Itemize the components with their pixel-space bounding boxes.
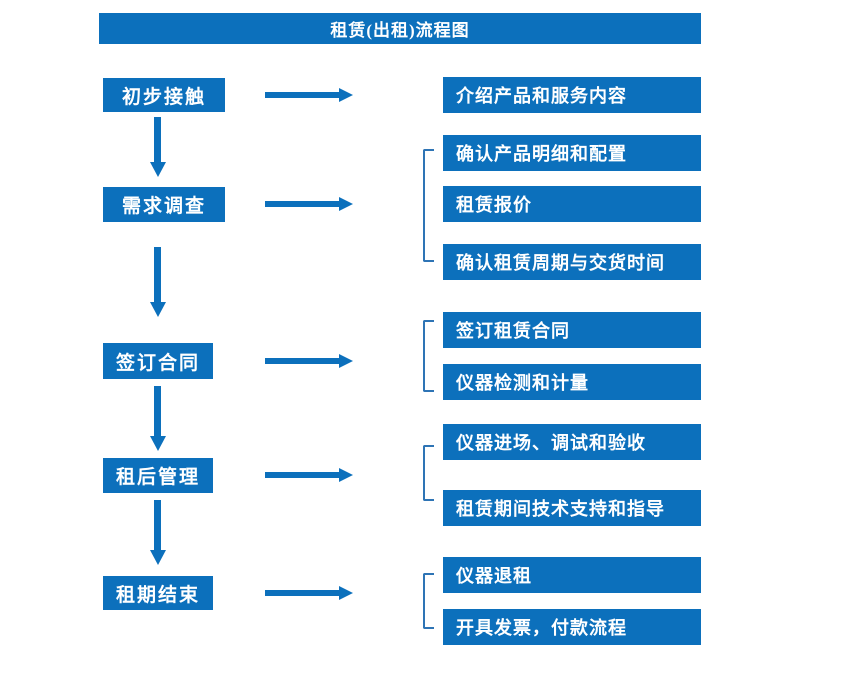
- right-arrow-1: [265, 92, 339, 98]
- output-box-rental-quotation: 租赁报价: [443, 186, 701, 222]
- step-box-initial-contact: 初步接触: [103, 78, 225, 112]
- output-box-technical-support: 租赁期间技术支持和指导: [443, 490, 701, 526]
- output-box-introduce-products: 介绍产品和服务内容: [443, 77, 701, 113]
- down-arrow-3: [154, 386, 161, 436]
- output-box-instrument-return: 仪器退租: [443, 557, 701, 593]
- down-arrow-4: [154, 500, 161, 550]
- output-box-sign-rental-contract: 签订租赁合同: [443, 312, 701, 348]
- right-arrow-5: [265, 590, 339, 596]
- output-box-instrument-setup-acceptance: 仪器进场、调试和验收: [443, 424, 701, 460]
- down-arrow-2: [154, 247, 161, 302]
- right-arrow-3: [265, 358, 339, 364]
- step-box-rental-end: 租期结束: [103, 576, 213, 610]
- step-box-demand-survey: 需求调查: [103, 187, 225, 222]
- output-box-confirm-product-details: 确认产品明细和配置: [443, 135, 701, 171]
- flowchart-title: 租赁(出租)流程图: [99, 13, 701, 44]
- group-bracket-rental-end: [423, 573, 434, 629]
- group-bracket-demand-survey: [423, 149, 434, 262]
- down-arrow-1: [154, 117, 161, 162]
- output-box-confirm-rental-period: 确认租赁周期与交货时间: [443, 244, 701, 280]
- group-bracket-sign-contract: [423, 320, 434, 392]
- output-box-instrument-testing: 仪器检测和计量: [443, 364, 701, 400]
- step-box-post-rental-management: 租后管理: [103, 458, 213, 493]
- step-box-sign-contract: 签订合同: [103, 343, 213, 379]
- group-bracket-post-rental: [423, 445, 434, 501]
- right-arrow-4: [265, 472, 339, 478]
- output-box-invoice-payment: 开具发票，付款流程: [443, 609, 701, 645]
- right-arrow-2: [265, 201, 339, 207]
